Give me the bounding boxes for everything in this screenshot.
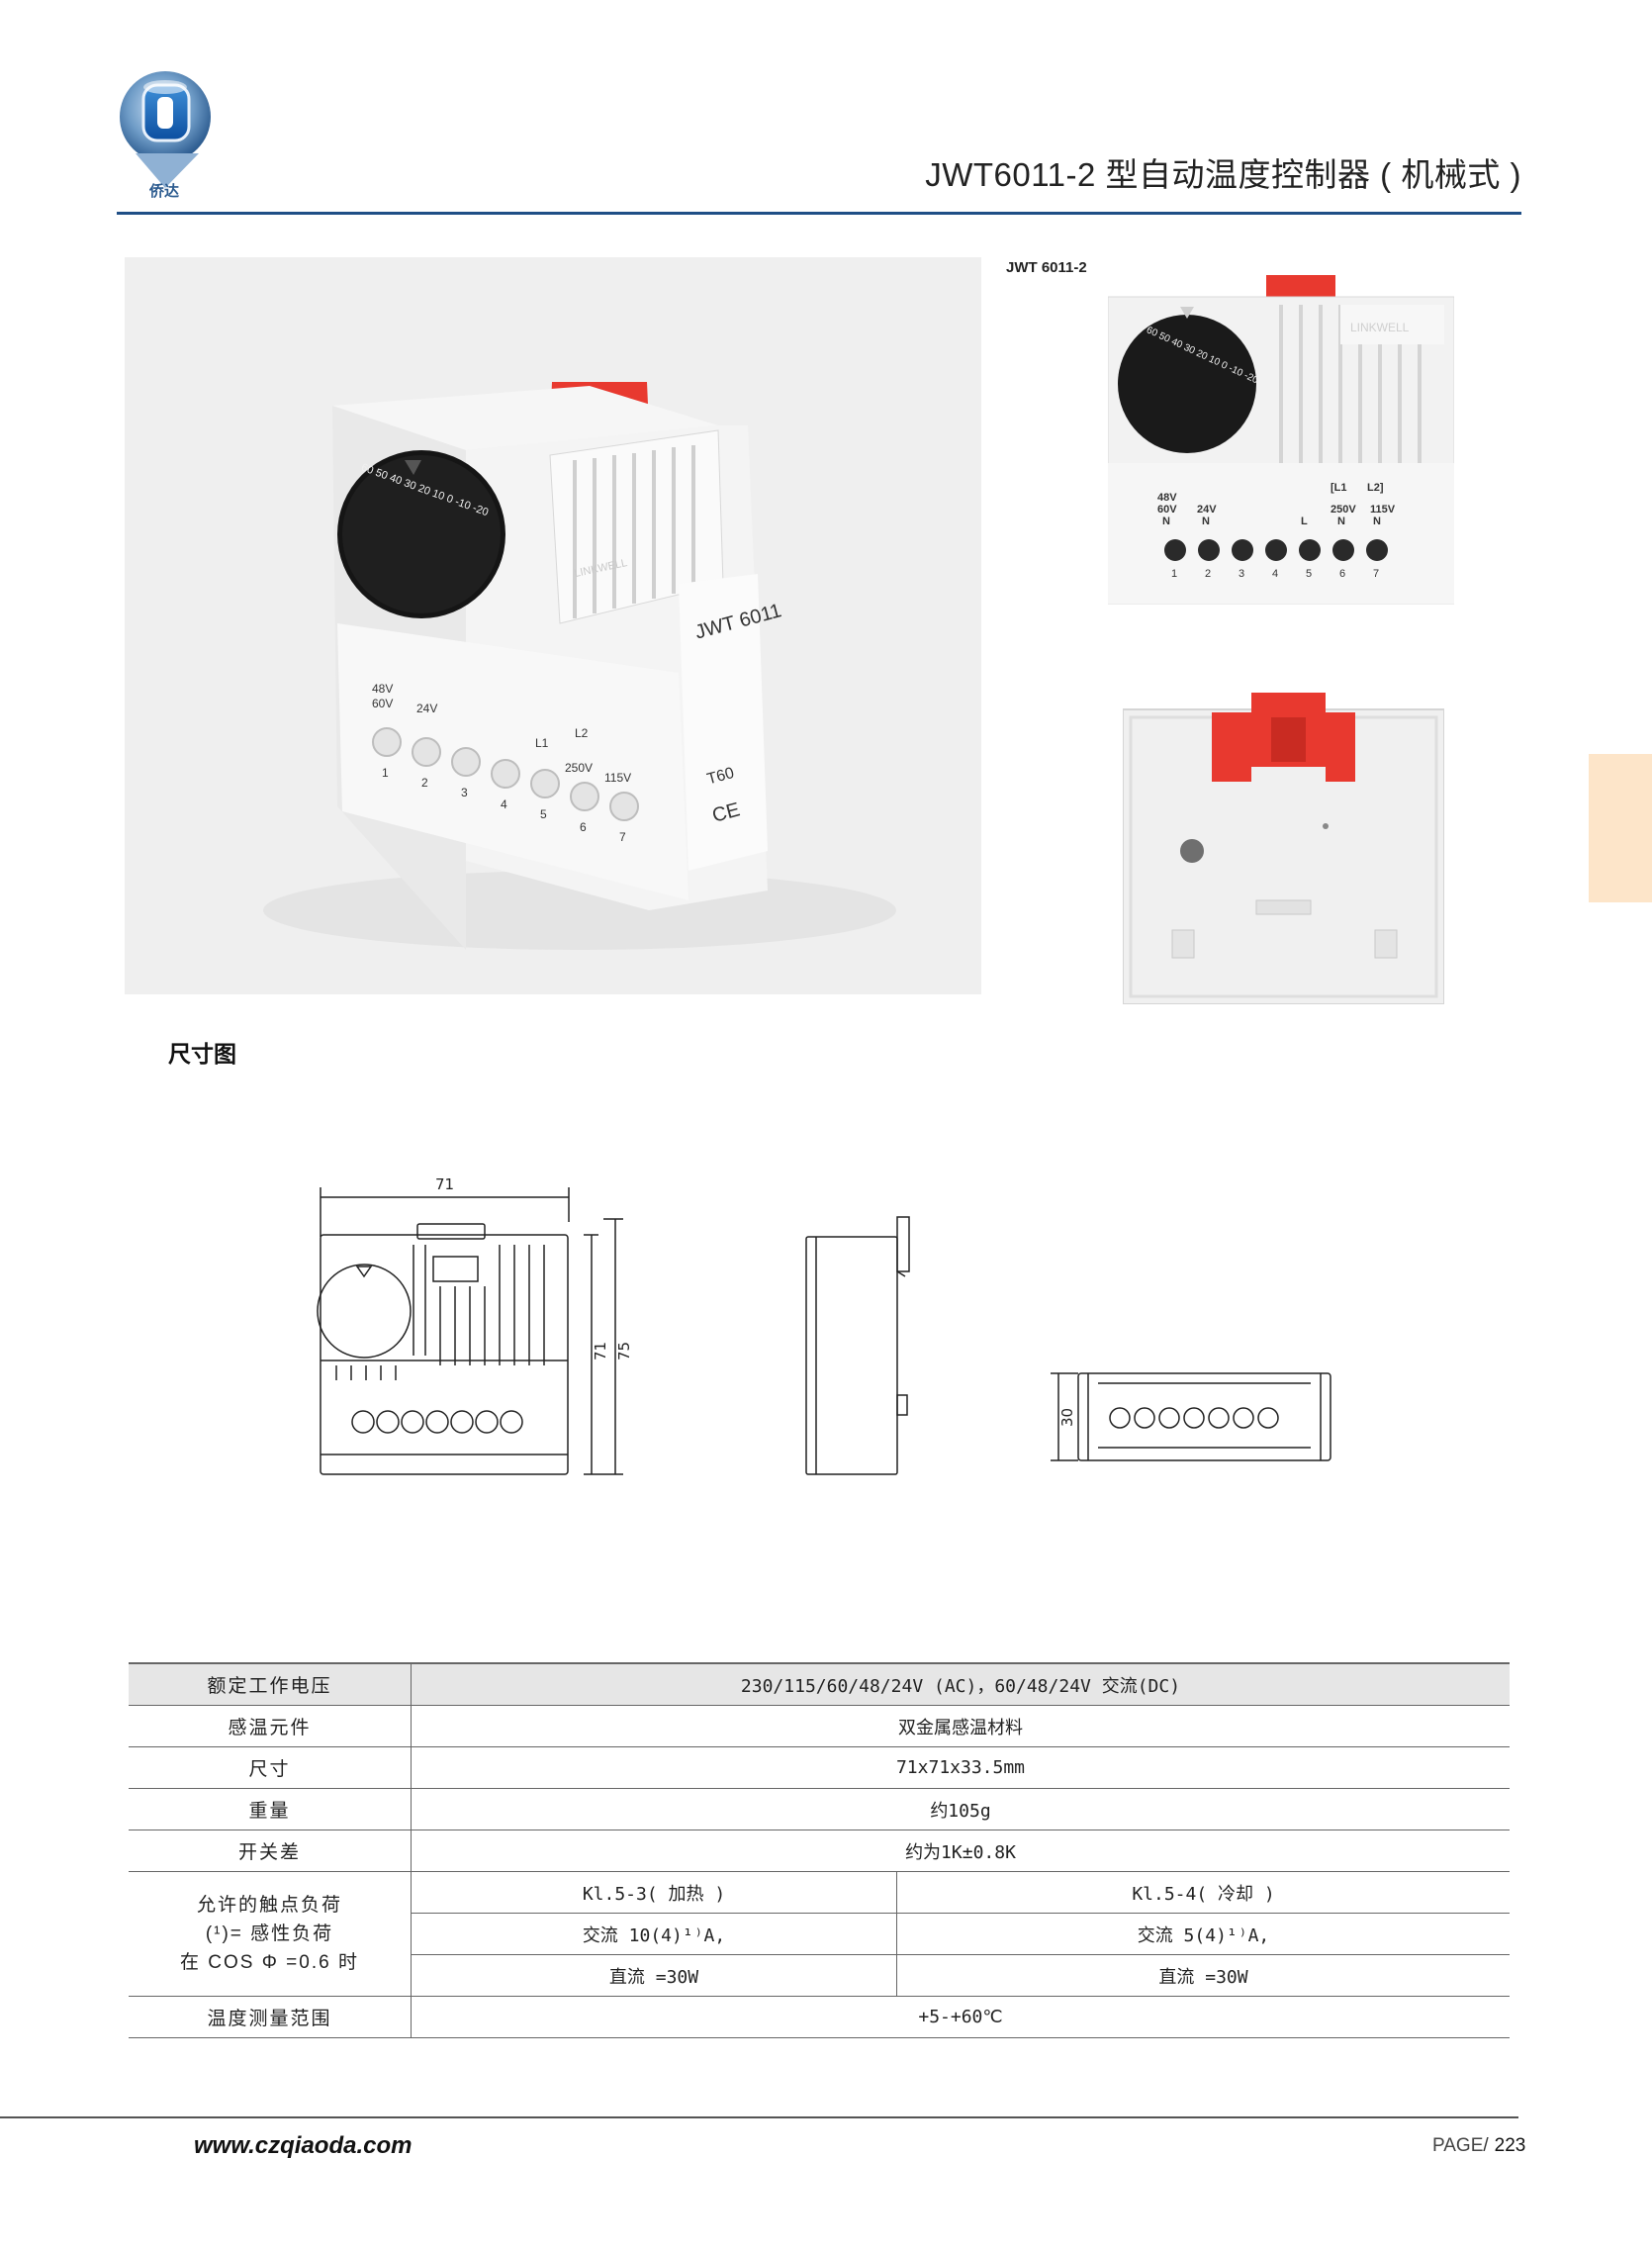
svg-text:N: N [1373, 516, 1381, 527]
svg-text:115V: 115V [1370, 504, 1396, 516]
thermostat-front-view: LINKWELL 60 50 40 30 20 10 0 -10 -20 48V… [1107, 275, 1455, 605]
thermostat-back-view [1122, 693, 1445, 1005]
svg-text:60V: 60V [1157, 504, 1177, 516]
svg-text:L2]: L2] [1367, 482, 1384, 494]
page-label: PAGE [1432, 2135, 1484, 2156]
side-view-drawing [805, 1216, 910, 1475]
svg-text:60V: 60V [372, 697, 393, 710]
svg-text:115V: 115V [604, 771, 631, 785]
svg-text:24V: 24V [416, 702, 437, 715]
product-photo-main: JWT 6011 T60 CE LINKWELL 60 50 40 30 20 … [125, 257, 981, 994]
svg-text:48V: 48V [1157, 492, 1177, 504]
dimension-drawing-svg: 71 71 75 30 [317, 1175, 1331, 1475]
svg-text:T60: T60 [705, 765, 736, 789]
table-row: 温度测量范围 +5-+60℃ [129, 1996, 1510, 2038]
contact-load-label: 允许的触点负荷 (¹)= 感性负荷 在 COS Φ =0.6 时 [129, 1871, 412, 1997]
table-row: 开关差 约为1K±0.8K [129, 1830, 1510, 1872]
logo-text: 侨达 [149, 183, 180, 200]
spec-label: 开关差 [129, 1830, 412, 1872]
heat-ac-value: 交流 10(4)¹⁾A, [411, 1913, 897, 1955]
svg-text:48V: 48V [372, 682, 393, 696]
svg-text:4: 4 [1272, 568, 1278, 580]
product-photo-front: LINKWELL 60 50 40 30 20 10 0 -10 -20 48V… [1107, 275, 1455, 607]
svg-text:4: 4 [501, 798, 507, 811]
contact-load-label-line: 允许的触点负荷 [196, 1895, 342, 1916]
svg-text:7: 7 [1373, 568, 1379, 580]
svg-text:3: 3 [461, 786, 468, 799]
table-row: 感温元件 双金属感温材料 [129, 1705, 1510, 1747]
contact-load-label-line: (¹)= 感性负荷 [205, 1924, 334, 1944]
heat-header: Kl.5-3( 加热 ) [411, 1871, 897, 1914]
front-view-drawing [317, 1187, 623, 1475]
svg-text:1: 1 [1171, 568, 1177, 580]
svg-text:[L1: [L1 [1331, 482, 1347, 494]
footer-rule [0, 2116, 1518, 2118]
company-logo: 侨达 [114, 59, 223, 208]
footer-website: www.czqiaoda.com [194, 2132, 413, 2159]
spec-value: 约105g [411, 1788, 1510, 1830]
table-row: 尺寸 71x71x33.5mm [129, 1746, 1510, 1789]
svg-text:5: 5 [1306, 568, 1312, 580]
svg-text:24V: 24V [1197, 504, 1217, 516]
svg-text:L1: L1 [535, 736, 549, 750]
svg-text:71: 71 [435, 1175, 454, 1193]
svg-text:250V: 250V [565, 761, 593, 775]
svg-text:71: 71 [592, 1342, 609, 1361]
product-photo-back [1122, 688, 1445, 1005]
company-logo-graphic [120, 71, 211, 188]
svg-text:30: 30 [1058, 1408, 1076, 1427]
spec-value: 双金属感温材料 [411, 1705, 1510, 1747]
spec-table: 额定工作电压 230/115/60/48/24V (AC)，60/48/24V … [129, 1662, 1510, 2038]
bottom-view-drawing [1051, 1372, 1331, 1461]
page-slash: / [1483, 2135, 1489, 2156]
spec-value: 约为1K±0.8K [411, 1830, 1510, 1872]
svg-text:2: 2 [1205, 568, 1211, 580]
contact-load-label-line: 在 COS Φ =0.6 时 [180, 1952, 359, 1973]
svg-text:2: 2 [421, 776, 428, 790]
svg-text:1: 1 [382, 766, 389, 780]
cool-header: Kl.5-4( 冷却 ) [896, 1871, 1510, 1914]
page-number: PAGE/223 [1432, 2135, 1525, 2157]
spec-label: 额定工作电压 [129, 1662, 412, 1706]
svg-text:6: 6 [1339, 568, 1345, 580]
model-label: JWT 6011-2 [1006, 259, 1087, 276]
svg-text:N: N [1202, 516, 1210, 527]
svg-text:L2: L2 [575, 726, 589, 740]
table-row: 重量 约105g [129, 1788, 1510, 1830]
svg-text:6: 6 [580, 820, 587, 834]
svg-text:LINKWELL: LINKWELL [1350, 321, 1410, 334]
svg-text:75: 75 [615, 1342, 633, 1361]
thermostat-photo: JWT 6011 T60 CE LINKWELL 60 50 40 30 20 … [263, 382, 896, 950]
spec-label: 尺寸 [129, 1746, 412, 1789]
spec-value: +5-+60℃ [411, 1996, 1510, 2038]
page-number-value: 223 [1494, 2135, 1526, 2156]
svg-text:N: N [1162, 516, 1170, 527]
spec-label: 感温元件 [129, 1705, 412, 1747]
heat-dc-value: 直流 =30W [411, 1954, 897, 1997]
section-title-dimensions: 尺寸图 [168, 1041, 236, 1067]
spec-label: 重量 [129, 1788, 412, 1830]
side-index-tab [1589, 754, 1652, 902]
spec-value: 71x71x33.5mm [411, 1746, 1510, 1789]
cool-dc-value: 直流 =30W [896, 1954, 1510, 1997]
table-row: 允许的触点负荷 (¹)= 感性负荷 在 COS Φ =0.6 时 Kl.5-3(… [129, 1871, 1510, 1997]
svg-text:L: L [1301, 516, 1308, 527]
dimension-drawings: 71 71 75 30 [297, 1168, 1385, 1494]
svg-text:3: 3 [1239, 568, 1244, 580]
spec-label: 温度测量范围 [129, 1996, 412, 2038]
cool-ac-value: 交流 5(4)¹⁾A, [896, 1913, 1510, 1955]
svg-text:7: 7 [619, 830, 626, 844]
svg-text:5: 5 [540, 807, 547, 821]
page-title: JWT6011-2 型自动温度控制器 ( 机械式 ) [925, 156, 1521, 193]
svg-text:N: N [1337, 516, 1345, 527]
table-row: 交流 10(4)¹⁾A, 交流 5(4)¹⁾A, [129, 1913, 1510, 1955]
table-row: 额定工作电压 230/115/60/48/24V (AC)，60/48/24V … [129, 1662, 1510, 1706]
table-row: 直流 =30W 直流 =30W [129, 1954, 1510, 1997]
svg-text:250V: 250V [1331, 504, 1356, 516]
spec-value: 230/115/60/48/24V (AC)，60/48/24V 交流(DC) [411, 1662, 1510, 1706]
header-rule [117, 212, 1521, 215]
